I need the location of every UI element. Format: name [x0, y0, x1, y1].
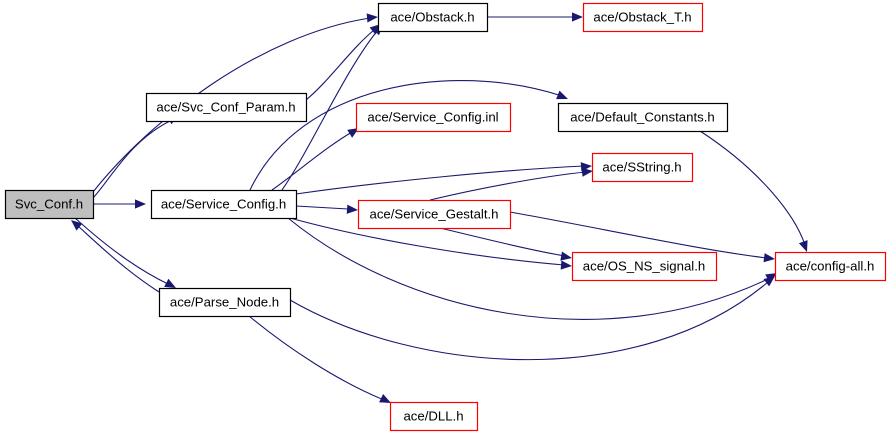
edge-service_config-to-service_config_inl	[271, 128, 359, 191]
edge-line	[509, 211, 768, 259]
graph-node-default_constants[interactable]: ace/Default_Constants.h	[557, 102, 729, 133]
edge-parse_node-to-dll	[248, 315, 391, 403]
arrowhead-icon	[572, 12, 583, 22]
edge-svc_conf_param-to-obstack	[305, 24, 381, 101]
edge-default_constants-to-config_all	[699, 130, 808, 252]
node-box[interactable]	[774, 251, 887, 282]
arrowhead-icon	[560, 260, 572, 270]
edge-line	[287, 217, 771, 320]
node-box[interactable]	[357, 199, 512, 230]
edge-line	[249, 80, 563, 191]
node-label: ace/Obstack_T.h	[593, 9, 691, 24]
arrowhead-icon	[379, 394, 391, 403]
edge-service_config-to-sstring	[295, 162, 592, 195]
node-label: ace/config-all.h	[786, 258, 875, 273]
node-box[interactable]	[571, 251, 718, 282]
node-label: ace/Service_Gestalt.h	[369, 206, 498, 221]
edge-line	[77, 225, 160, 293]
graph-node-config_all[interactable]: ace/config-all.h	[774, 251, 887, 282]
node-box[interactable]	[4, 189, 95, 220]
edge-line	[92, 119, 173, 199]
node-box[interactable]	[582, 2, 704, 33]
arrowhead-icon	[763, 253, 775, 263]
edge-service_config-to-os_ns_signal	[289, 217, 572, 270]
node-label: ace/Parse_Node.h	[170, 294, 279, 309]
node-box[interactable]	[145, 92, 308, 123]
node-label: ace/Service_Config.inl	[367, 109, 498, 124]
node-box[interactable]	[377, 2, 489, 33]
nodes-layer: Svc_Conf.h ace/Svc_Conf_Param.h ace/Servic…	[4, 2, 887, 432]
edge-parse_node-to-svc_conf	[71, 220, 160, 293]
graph-node-sstring[interactable]: ace/SString.h	[591, 152, 694, 183]
node-box[interactable]	[355, 102, 512, 133]
edge-line	[74, 217, 169, 285]
arrowhead-icon	[556, 90, 568, 100]
graph-node-svc_conf[interactable]: Svc_Conf.h	[4, 189, 95, 220]
graph-node-service_config[interactable]: ace/Service_Config.h	[150, 189, 298, 220]
edge-parse_node-to-config_all	[289, 276, 775, 361]
arrowhead-icon	[164, 278, 176, 288]
node-box[interactable]	[389, 401, 479, 432]
node-label: ace/SString.h	[602, 159, 681, 174]
node-box[interactable]	[158, 287, 292, 318]
edge-obstack-to-obstack_t	[487, 12, 583, 22]
node-label: ace/DLL.h	[403, 408, 463, 423]
edge-line	[429, 171, 587, 201]
edge-service_gestalt-to-sstring	[429, 167, 593, 201]
arrowhead-icon	[798, 240, 808, 252]
edge-line	[295, 165, 585, 195]
node-label: ace/Default_Constants.h	[570, 109, 714, 124]
edge-line	[699, 130, 806, 246]
node-box[interactable]	[591, 152, 694, 183]
edge-line	[305, 29, 375, 101]
edge-line	[289, 217, 565, 266]
graph-node-svc_conf_param[interactable]: ace/Svc_Conf_Param.h	[145, 92, 308, 123]
edge-line	[248, 315, 385, 401]
graph-node-dll[interactable]: ace/DLL.h	[389, 401, 479, 432]
graph-node-service_config_inl[interactable]: ace/Service_Config.inl	[355, 102, 512, 133]
edge-line	[92, 17, 371, 193]
edge-line	[281, 29, 379, 191]
arrowhead-icon	[135, 199, 146, 209]
node-box[interactable]	[150, 189, 298, 220]
edge-service_gestalt-to-config_all	[509, 211, 775, 263]
arrowhead-icon	[71, 220, 83, 231]
edge-svc_conf-to-svc_conf_param	[92, 115, 179, 199]
node-label: Svc_Conf.h	[15, 196, 83, 211]
node-label: ace/Service_Config.h	[161, 196, 286, 211]
graph-node-parse_node[interactable]: ace/Parse_Node.h	[158, 287, 292, 318]
arrowhead-icon	[346, 204, 358, 214]
node-box[interactable]	[557, 102, 729, 133]
graph-node-obstack[interactable]: ace/Obstack.h	[377, 2, 489, 33]
arrowhead-icon	[366, 13, 378, 23]
edge-svc_conf-to-obstack	[92, 13, 378, 193]
arrowhead-icon	[560, 251, 572, 261]
arrowhead-icon	[581, 167, 593, 177]
edge-service_config-to-default_constants	[249, 80, 568, 191]
edge-line	[289, 281, 769, 361]
graph-node-os_ns_signal[interactable]: ace/OS_NS_signal.h	[571, 251, 718, 282]
edge-service_config-to-service_gestalt	[295, 204, 358, 214]
arrowhead-icon	[763, 276, 775, 287]
graph-node-service_gestalt[interactable]: ace/Service_Gestalt.h	[357, 199, 512, 230]
edge-line	[439, 227, 566, 257]
graph-node-obstack_t[interactable]: ace/Obstack_T.h	[582, 2, 704, 33]
edge-service_gestalt-to-os_ns_signal	[439, 227, 572, 261]
edge-line	[295, 205, 349, 210]
edge-svc_conf-to-service_config	[93, 199, 146, 209]
edge-line	[271, 131, 353, 191]
node-label: ace/OS_NS_signal.h	[583, 258, 705, 273]
edge-svc_conf-to-parse_node	[74, 217, 176, 288]
node-label: ace/Obstack.h	[390, 9, 474, 24]
node-label: ace/Svc_Conf_Param.h	[156, 99, 295, 114]
